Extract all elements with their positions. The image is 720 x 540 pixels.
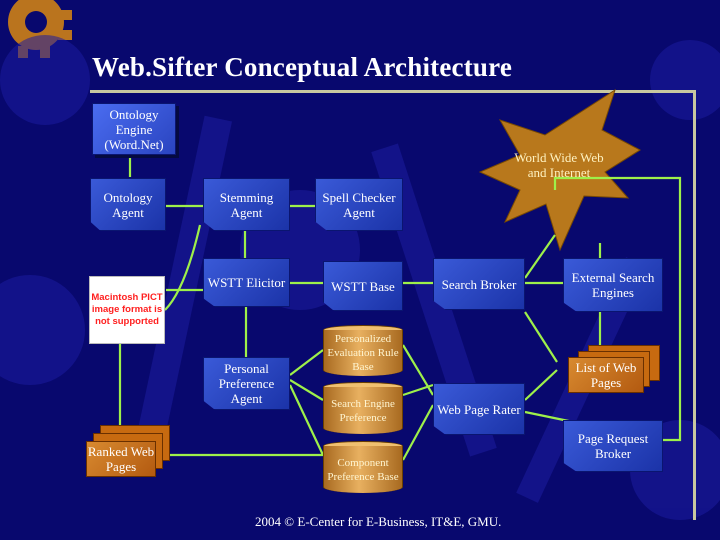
ontology-agent-box: Ontology Agent: [90, 178, 166, 231]
wstt-base-box: WSTT Base: [323, 261, 403, 311]
spell-checker-agent-box: Spell Checker Agent: [315, 178, 403, 231]
footer-credit: 2004 © E-Center for E-Business, IT&E, GM…: [255, 514, 502, 529]
personalized-evaluation-rule-base-db: Personalized Evaluation Rule Base: [323, 330, 403, 376]
personal-preference-agent-box: Personal Preference Agent: [203, 357, 290, 410]
world-wide-web-label: World Wide Web and Internet: [514, 150, 604, 180]
stemming-agent-box: Stemming Agent: [203, 178, 290, 231]
list-of-web-pages-stack: List of Web Pages: [568, 345, 664, 397]
missing-image-placeholder: Macintosh PICT image format is not suppo…: [89, 276, 165, 344]
ranked-web-pages-label: Ranked Web Pages: [86, 441, 156, 477]
slide-title: Web.Sifter Conceptual Architecture: [92, 52, 513, 82]
search-broker-box: Search Broker: [433, 258, 525, 310]
page-request-broker-box: Page Request Broker: [563, 420, 663, 472]
ranked-web-pages-stack: Ranked Web Pages: [86, 425, 172, 487]
wstt-elicitor-box: WSTT Elicitor: [203, 258, 290, 307]
search-engine-preference-db: Search Engine Preference: [323, 387, 403, 434]
external-search-engines-box: External Search Engines: [563, 258, 663, 312]
web-page-rater-box: Web Page Rater: [433, 383, 525, 435]
ontology-engine-box: Ontology Engine (Word.Net): [92, 103, 176, 155]
title-border-right: [693, 90, 696, 520]
title-underline: [90, 90, 696, 93]
component-preference-base-db: Component Preference Base: [323, 446, 403, 493]
list-of-web-pages-label: List of Web Pages: [568, 357, 644, 393]
